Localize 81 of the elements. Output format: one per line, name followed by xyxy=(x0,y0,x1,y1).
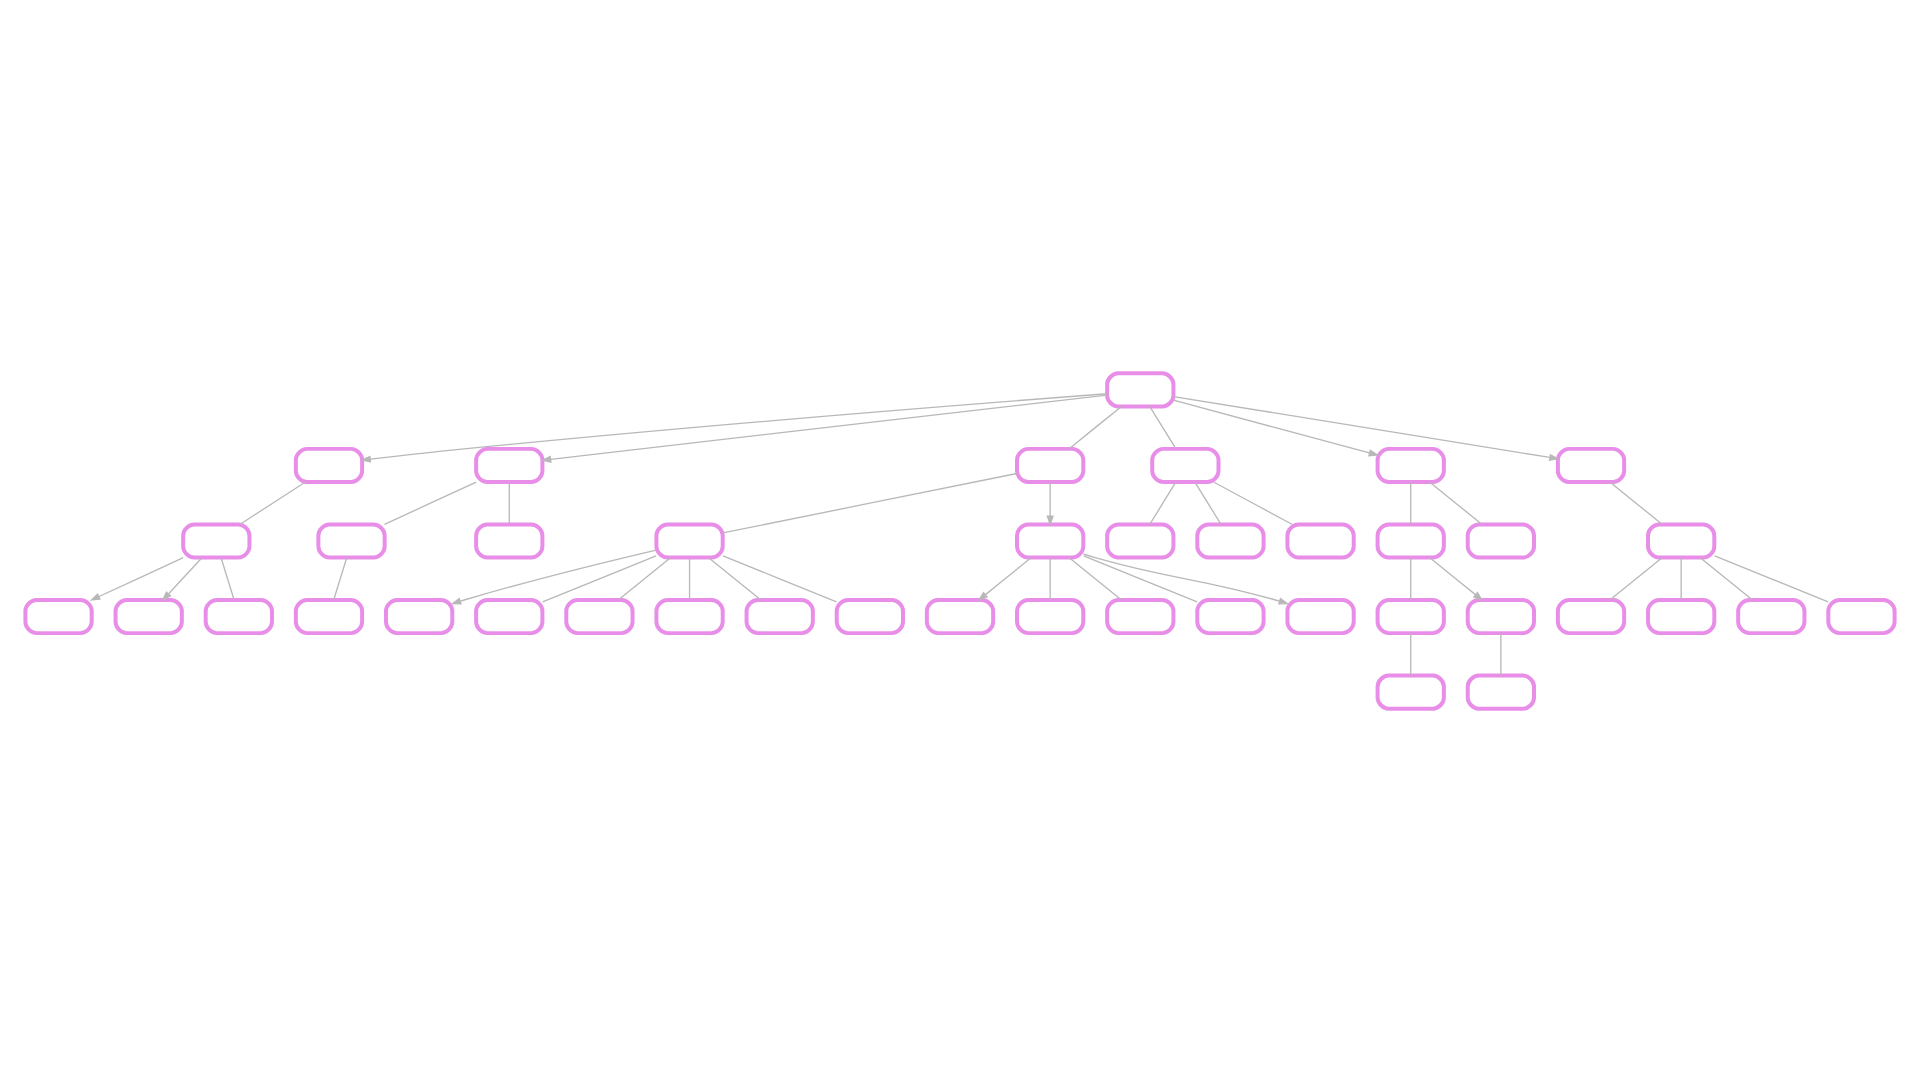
arrow xyxy=(1172,398,1380,456)
node-box xyxy=(1736,597,1807,635)
node-box xyxy=(474,521,545,559)
node-box xyxy=(293,597,365,635)
connector xyxy=(220,556,235,600)
connector xyxy=(617,556,672,600)
node-box xyxy=(744,597,815,635)
node-box xyxy=(1375,445,1446,483)
connector xyxy=(688,556,691,600)
node-box xyxy=(1646,597,1717,635)
arrow xyxy=(450,548,657,604)
node-box xyxy=(1105,521,1176,559)
node-box xyxy=(1195,597,1266,635)
node-box xyxy=(1195,521,1266,559)
connector xyxy=(708,556,762,600)
node-box xyxy=(834,597,905,635)
connector xyxy=(1194,480,1222,524)
node-box xyxy=(316,521,387,559)
arrow xyxy=(540,393,1108,462)
connector xyxy=(1410,631,1412,676)
node-box xyxy=(1375,521,1446,559)
node-box xyxy=(23,597,94,635)
node-box xyxy=(1465,597,1536,635)
connector xyxy=(1410,556,1412,600)
connector xyxy=(239,480,306,524)
connector xyxy=(333,556,348,600)
connector xyxy=(1609,480,1663,524)
connector xyxy=(1699,556,1753,600)
node-box xyxy=(1285,597,1356,635)
node-box xyxy=(1646,521,1717,559)
node-box xyxy=(564,597,635,635)
connector xyxy=(1213,480,1293,524)
arrow xyxy=(161,556,203,601)
connector xyxy=(1149,480,1177,524)
arrow xyxy=(89,555,184,600)
connector xyxy=(383,480,477,525)
node-box xyxy=(1285,521,1356,559)
node-box xyxy=(654,597,725,635)
node-box xyxy=(924,597,996,635)
node-box xyxy=(1375,597,1446,635)
connector xyxy=(1680,556,1682,600)
connector xyxy=(1500,631,1502,676)
node-box xyxy=(474,445,545,483)
node-box xyxy=(1465,672,1536,710)
arrow xyxy=(977,556,1032,601)
connector xyxy=(722,471,1018,533)
connector xyxy=(1068,405,1122,449)
node-box xyxy=(1375,672,1446,710)
node-box xyxy=(1826,597,1897,635)
node-box xyxy=(1150,445,1221,483)
node-box xyxy=(113,597,184,635)
arrow xyxy=(1082,552,1290,604)
node-box xyxy=(1015,597,1086,635)
connector xyxy=(1429,480,1483,524)
connector xyxy=(508,480,510,524)
node-box xyxy=(1015,521,1086,559)
arrow xyxy=(1046,480,1054,526)
node-box xyxy=(384,597,455,635)
connector xyxy=(1609,556,1663,600)
node-box xyxy=(293,445,365,483)
connector xyxy=(1410,480,1412,524)
node-box xyxy=(1105,597,1176,635)
node-box xyxy=(1555,445,1627,483)
connector xyxy=(722,554,838,602)
node-box xyxy=(203,597,274,635)
node-box xyxy=(654,521,725,559)
node-box xyxy=(181,521,252,559)
connector xyxy=(1068,556,1122,600)
node-box xyxy=(474,597,545,635)
connector xyxy=(1049,556,1051,600)
connector xyxy=(1149,405,1177,449)
node-box xyxy=(1105,370,1176,408)
arrow xyxy=(1429,556,1484,601)
node-box xyxy=(1015,445,1086,483)
connector xyxy=(1082,554,1198,602)
arrow xyxy=(360,392,1108,462)
connector xyxy=(1714,554,1829,602)
node-box xyxy=(1555,597,1627,635)
connector xyxy=(541,554,657,602)
node-box xyxy=(1465,521,1536,559)
arrow xyxy=(1172,394,1560,461)
